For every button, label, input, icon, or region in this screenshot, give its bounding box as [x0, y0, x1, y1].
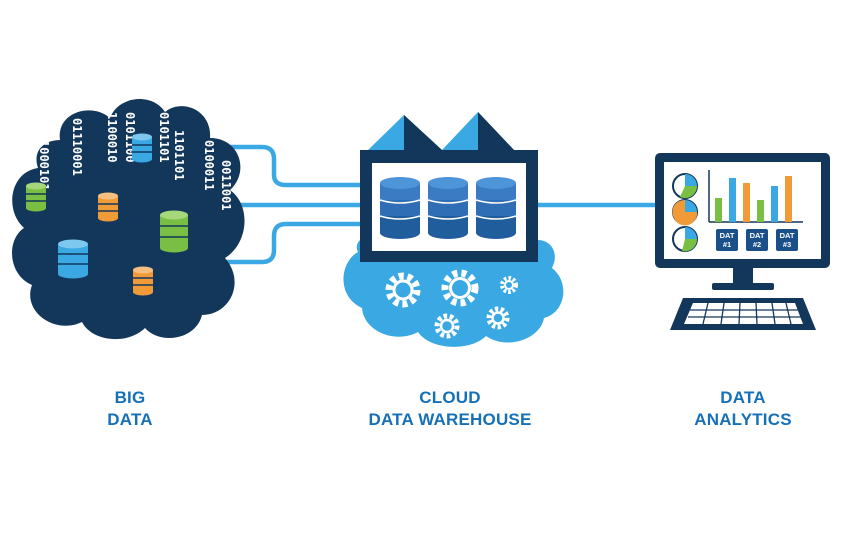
analytics-computer: DAT #1 DAT #2 DAT #3: [655, 153, 830, 330]
cloud-data-warehouse-label: CLOUD DATA WAREHOUSE: [330, 387, 570, 431]
binary-column: 0101101: [157, 112, 171, 163]
pie-chart-icon: [673, 174, 697, 198]
big-data-label: BIG DATA: [40, 387, 220, 431]
data-tile-number: #2: [753, 240, 761, 249]
data-tile-number: #1: [723, 240, 731, 249]
binary-column: 1101101: [172, 130, 186, 181]
data-tile-label: DAT: [780, 231, 795, 240]
monitor-stand-neck: [733, 268, 753, 284]
binary-column: 01110001: [70, 118, 84, 176]
database-icon-green: [26, 183, 46, 212]
data-tile: DAT #3: [776, 229, 798, 251]
analytics-label-line2: ANALYTICS: [648, 409, 838, 431]
big-data-cloud: 1000101 01110001 1100010 0101100 0101101…: [12, 99, 245, 339]
keyboard-icon: [670, 298, 816, 330]
data-analytics-label: DATA ANALYTICS: [648, 387, 838, 431]
data-tile-label: DAT: [720, 231, 735, 240]
data-tile-number: #3: [783, 240, 791, 249]
data-tile: DAT #1: [716, 229, 738, 251]
data-tile-label: DAT: [750, 231, 765, 240]
binary-column: 1100010: [105, 112, 119, 163]
monitor-stand-base: [712, 283, 774, 290]
pie-chart-icon: [673, 227, 697, 251]
big-data-label-line2: DATA: [40, 409, 220, 431]
database-icon-blue: [132, 134, 152, 163]
analytics-label-line1: DATA: [648, 387, 838, 409]
database-icon-orange: [133, 267, 153, 296]
cloud-data-warehouse: [344, 112, 564, 347]
data-tile: DAT #2: [746, 229, 768, 251]
database-icon-green: [160, 211, 188, 253]
binary-column: 0100011: [202, 140, 216, 191]
database-stack-icon: [380, 177, 420, 239]
database-icon-blue: [58, 240, 88, 279]
big-data-label-line1: BIG: [40, 387, 220, 409]
cloud-label-line1: CLOUD: [330, 387, 570, 409]
binary-column: 0011001: [219, 160, 233, 211]
database-stack-icon: [428, 177, 468, 239]
cloud-label-line2: DATA WAREHOUSE: [330, 409, 570, 431]
database-stack-icon: [476, 177, 516, 239]
database-icon-orange: [98, 193, 118, 222]
